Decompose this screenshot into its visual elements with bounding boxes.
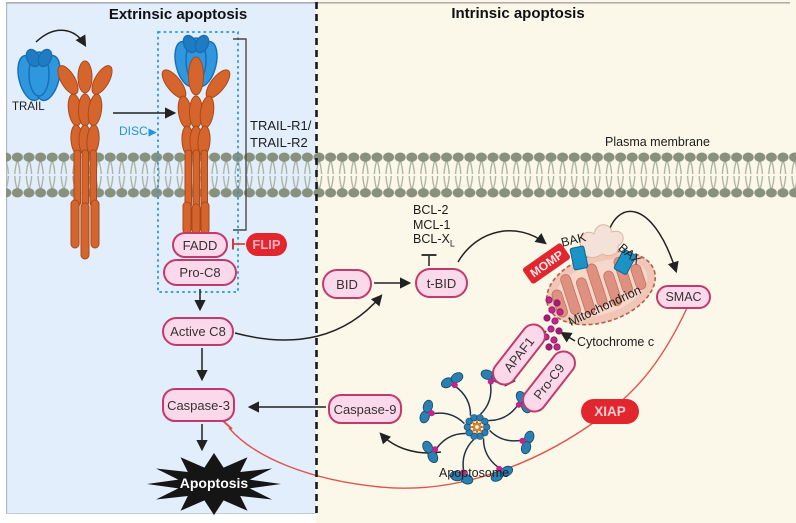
bclxl-label: BCL-XL	[413, 232, 455, 251]
receptor-label: TRAIL-R1/ TRAIL-R2	[250, 117, 311, 151]
extrinsic-title: Extrinsic apoptosis	[108, 6, 248, 23]
bclx-subscript: L	[449, 238, 455, 249]
intrinsic-title: Intrinsic apoptosis	[451, 5, 585, 22]
pathway-arrows	[35, 29, 679, 454]
disc-label: DISC	[119, 124, 148, 138]
apoptosome-graphic	[419, 369, 535, 485]
trail-receptor-bound	[161, 34, 231, 235]
bax-channel	[613, 249, 637, 275]
plasma-membrane-label: Plasma membrane	[605, 135, 710, 149]
receptor-label-line1: TRAIL-R1/	[250, 118, 312, 133]
apoptosome-hub	[463, 414, 491, 440]
active-c8-node: Active C8	[162, 317, 234, 346]
apoptosome-label: Apoptosome	[439, 466, 510, 480]
fadd-node: FADD	[172, 232, 228, 258]
bcl2-label: BCL-2	[413, 203, 449, 217]
bcl-inhibitors-label: BCL-2 MCL-1 BCL-XL	[413, 203, 455, 251]
caspase-9-node: Caspase-9	[328, 394, 402, 424]
frame-lines	[5, 2, 790, 514]
extrinsic-panel	[6, 3, 316, 514]
momp-pore	[579, 224, 624, 258]
caspase-3-node: Caspase-3	[162, 388, 235, 422]
xiap-node: XIAP	[581, 399, 639, 424]
trail-receptor-unbound	[57, 60, 113, 260]
trail-ligand-icon	[17, 48, 61, 102]
apoptosis-label: Apoptosis	[179, 475, 249, 491]
trail-label: TRAIL	[12, 101, 45, 113]
disc-box	[148, 31, 239, 293]
cytochrome-c-dots	[542, 296, 564, 351]
receptor-label-line2: TRAIL-R2	[250, 135, 308, 150]
bak-channel	[569, 245, 589, 271]
apoptosome-tips	[419, 369, 535, 485]
plasma-membrane-graphic	[6, 150, 796, 200]
flip-node: FLIP	[246, 233, 287, 256]
receptor-bracket	[233, 38, 247, 231]
bid-node: BID	[322, 269, 372, 299]
t-bid-node: t-BID	[415, 268, 468, 298]
mitochondrion-graphic	[542, 224, 657, 351]
cytochrome-c-label: Cytochrome c	[577, 335, 655, 349]
mcl1-label: MCL-1	[413, 217, 451, 232]
pro-c8-node: Pro-C8	[163, 259, 237, 286]
bclx-text: BCL-X	[413, 232, 450, 246]
smac-node: SMAC	[656, 285, 711, 309]
apoptosis-star	[147, 453, 281, 515]
